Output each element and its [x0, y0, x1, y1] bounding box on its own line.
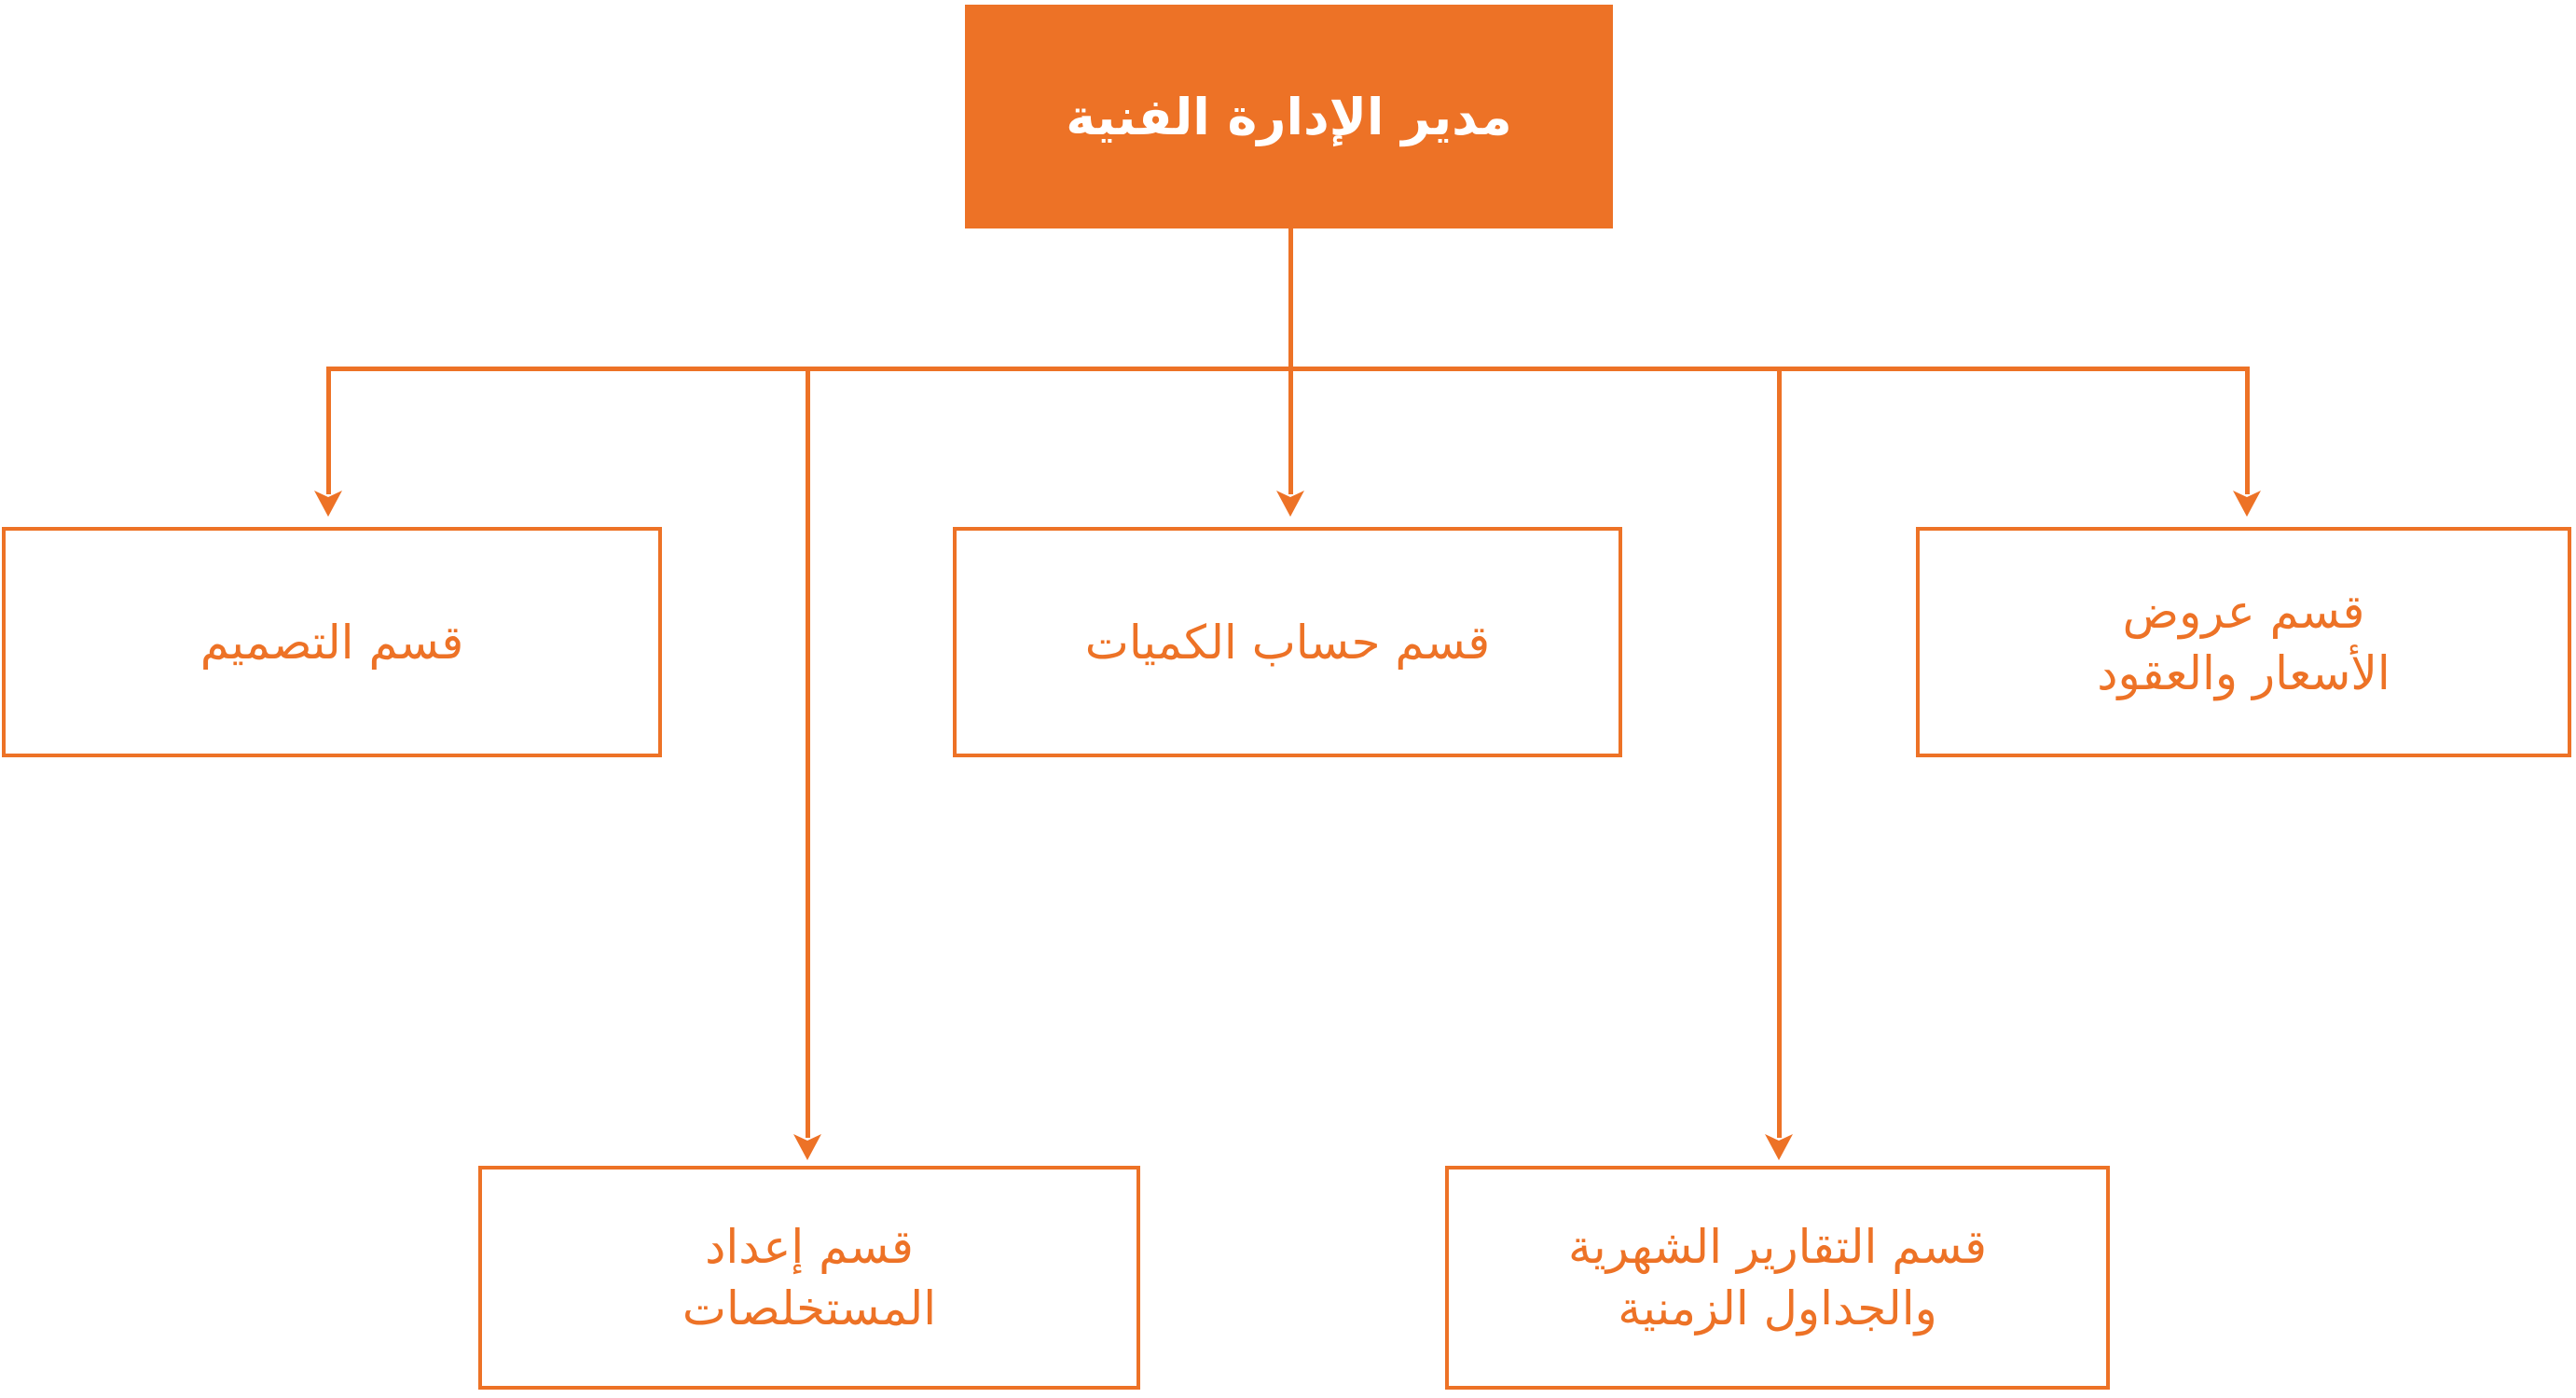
arrow-down-icon-extracts [793, 1134, 821, 1160]
dept-node-quantity-calculation: قسم حساب الكميات [953, 527, 1622, 757]
arrow-down-icon-quantities [1276, 491, 1304, 517]
dept-node-monthly-reports-schedules: قسم التقارير الشهرية والجداول الزمنية [1445, 1166, 2110, 1390]
connector-horizontal-rail [326, 367, 2250, 371]
connector-drop-reports [1777, 367, 1782, 1138]
dept-node-quotations-line1: قسم عروض [2122, 584, 2365, 639]
arrow-down-icon-design [314, 491, 342, 517]
dept-node-extracts-line1: قسم إعداد [705, 1220, 914, 1274]
dept-node-quotations-line2: الأسعار والعقود [2097, 645, 2390, 700]
root-node-label: مدير الإدارة الفنية [1066, 87, 1512, 146]
arrow-down-icon-reports [1765, 1134, 1793, 1160]
dept-node-design: قسم التصميم [2, 527, 662, 757]
connector-root-to-quantities-stem [1288, 228, 1293, 494]
arrow-down-icon-quotations [2233, 491, 2261, 517]
dept-node-quotations-and-contracts: قسم عروض الأسعار والعقود [1916, 527, 2571, 757]
dept-node-reports-line1: قسم التقارير الشهرية [1567, 1220, 1988, 1274]
dept-node-extracts-preparation: قسم إعداد المستخلصات [478, 1166, 1140, 1390]
dept-node-design-label: قسم التصميم [200, 615, 464, 670]
dept-node-quantity-calculation-label: قسم حساب الكميات [1084, 615, 1491, 670]
root-node-technical-department-manager: مدير الإدارة الفنية [965, 5, 1613, 228]
dept-node-extracts-line2: المستخلصات [682, 1281, 937, 1336]
dept-node-reports-line2: والجداول الزمنية [1618, 1281, 1937, 1336]
connector-drop-quotations [2245, 367, 2250, 494]
connector-drop-extracts [806, 367, 810, 1138]
connector-drop-design [326, 367, 331, 494]
